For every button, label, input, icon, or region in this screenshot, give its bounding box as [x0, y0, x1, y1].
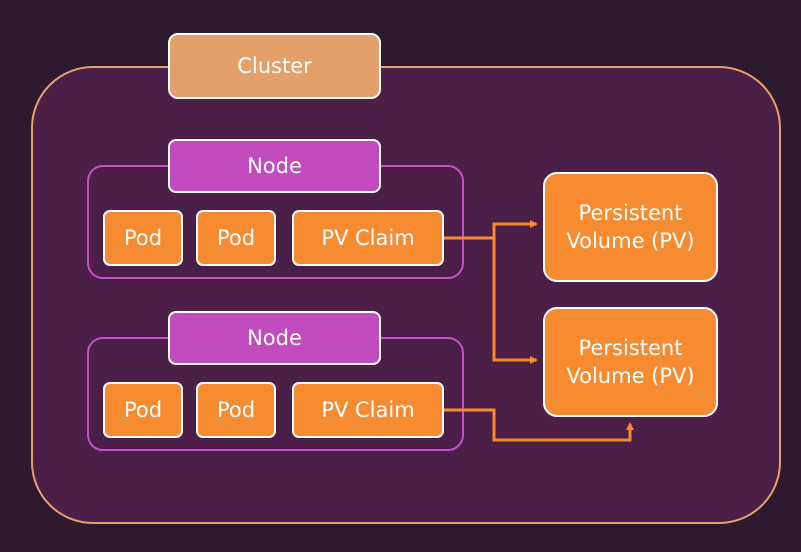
claim-2-to-volume-2-arrow — [444, 408, 634, 442]
pv-claim-1: PV Claim — [292, 210, 444, 266]
persistent-volume-2: Persistent Volume (PV) — [543, 307, 718, 417]
pod-1-2: Pod — [196, 210, 276, 266]
node-label-2: Node — [168, 311, 381, 365]
claim-1-to-volume-2-arrow — [492, 238, 538, 364]
pod-2-2: Pod — [196, 382, 276, 438]
persistent-volume-1: Persistent Volume (PV) — [543, 172, 718, 282]
pod-2-1: Pod — [103, 382, 183, 438]
node-label-1: Node — [168, 139, 381, 193]
claim-1-to-volume-1-arrow — [444, 220, 538, 240]
cluster-label: Cluster — [168, 33, 381, 99]
pod-1-1: Pod — [103, 210, 183, 266]
cluster-frame — [31, 66, 781, 524]
pv-claim-2: PV Claim — [292, 382, 444, 438]
